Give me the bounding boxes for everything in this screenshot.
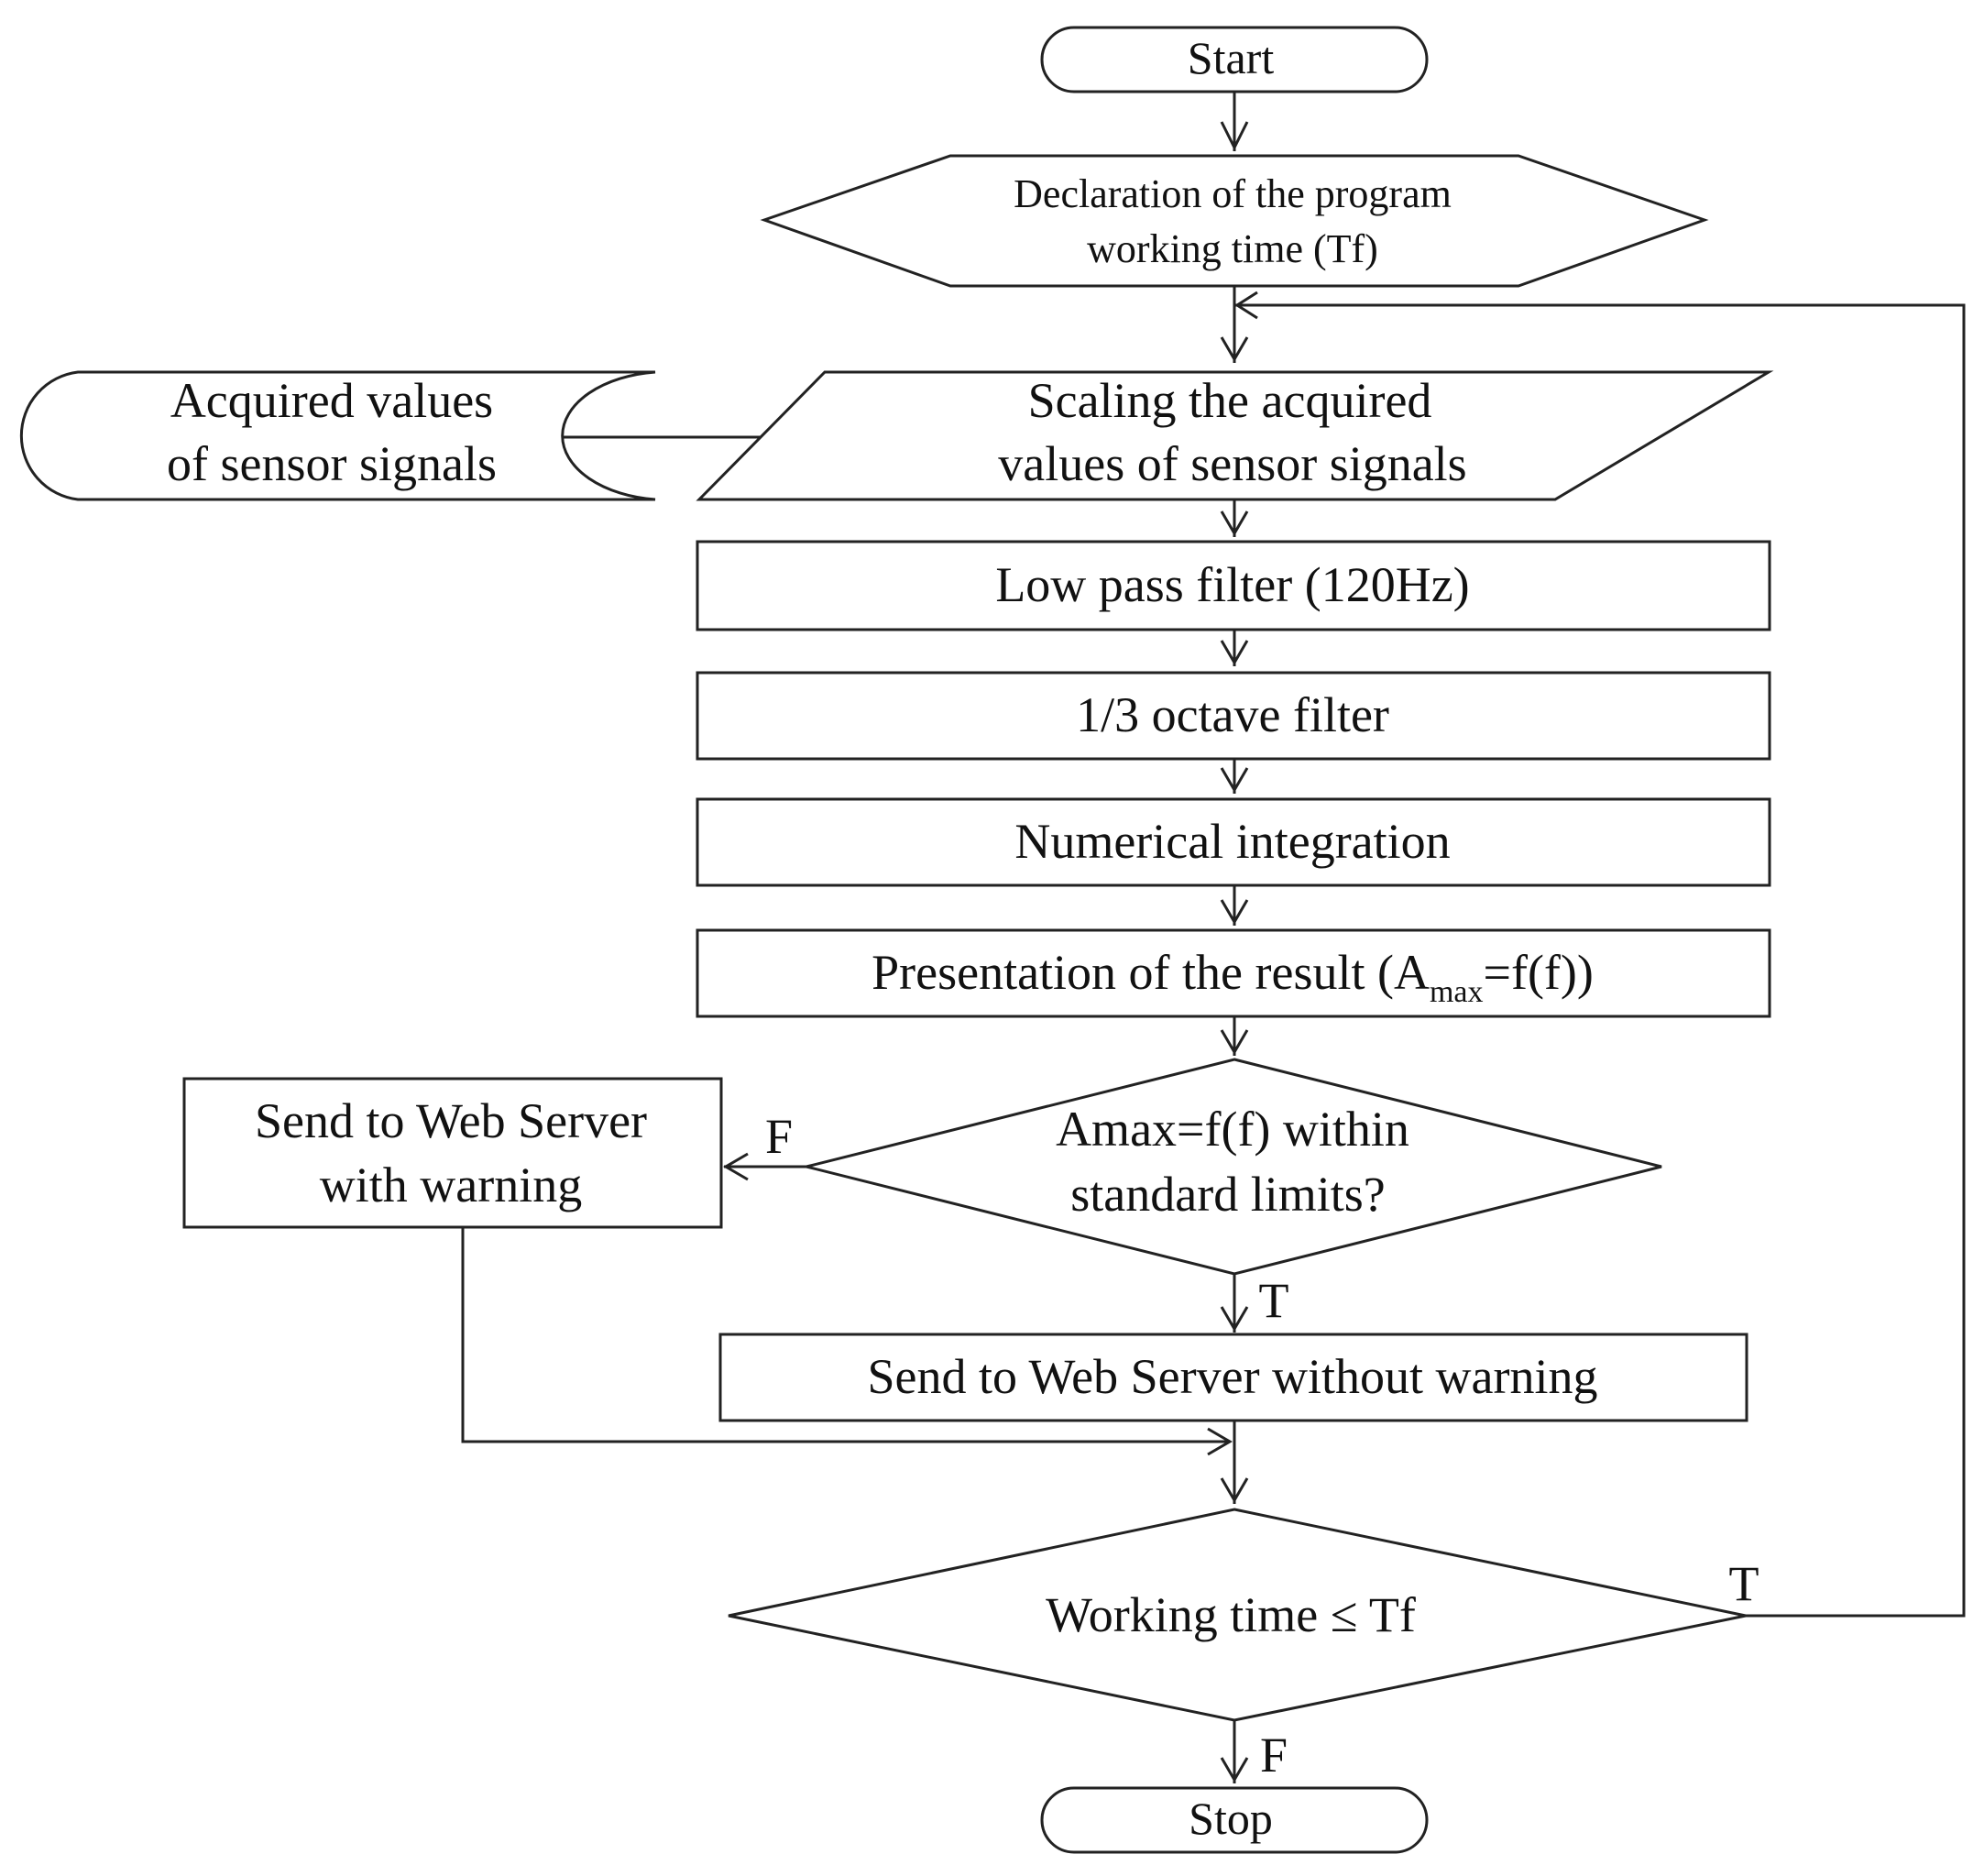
- connectors: [461, 92, 1966, 1783]
- presentation-label: Presentation of the result (Amax=f(f)): [871, 945, 1594, 1009]
- octave-label: 1/3 octave filter: [1076, 687, 1389, 742]
- acquired-data: Acquired values of sensor signals: [19, 370, 656, 501]
- send-warning-line-1: Send to Web Server: [255, 1093, 647, 1148]
- arrowhead-left: [1234, 291, 1258, 320]
- arrowhead-right: [1207, 1427, 1233, 1456]
- limits-line-1: Amax=f(f) within: [1056, 1102, 1409, 1157]
- label-time-false: F: [1260, 1728, 1288, 1783]
- acquired-line-1: Acquired values: [170, 373, 493, 428]
- lowpass-label: Low pass filter (120Hz): [995, 557, 1469, 612]
- arrowhead-down: [1220, 121, 1249, 151]
- octave-step: 1/3 octave filter: [696, 671, 1771, 761]
- presentation-step: Presentation of the result (Amax=f(f)): [696, 928, 1771, 1018]
- time-decision: Working time ≤ Tf: [728, 1508, 1747, 1722]
- declaration-step: Declaration of the program working time …: [760, 154, 1709, 288]
- edge-warning-to-merge: [461, 1228, 1228, 1443]
- send-no-warning-label: Send to Web Server without warning: [867, 1349, 1597, 1404]
- scaling-step: Scaling the acquired values of sensor si…: [696, 370, 1774, 501]
- send-warning-step: Send to Web Server with warning: [182, 1077, 723, 1229]
- acquired-line-2: of sensor signals: [167, 436, 497, 491]
- arrowhead-left: [723, 1152, 749, 1181]
- stop-terminal: Stop: [1040, 1786, 1429, 1854]
- presentation-subscript: max: [1430, 975, 1484, 1009]
- arrowhead-down: [1220, 899, 1249, 925]
- arrowhead-down: [1220, 510, 1249, 536]
- presentation-text-before: Presentation of the result (A: [871, 945, 1430, 1000]
- arrowhead-down: [1220, 336, 1249, 362]
- integration-label: Numerical integration: [1014, 814, 1450, 869]
- stop-label: Stop: [1189, 1793, 1273, 1844]
- integration-step: Numerical integration: [696, 797, 1771, 887]
- start-terminal: Start: [1040, 26, 1429, 93]
- arrowhead-down: [1220, 1306, 1249, 1332]
- scaling-line-1: Scaling the acquired: [1028, 373, 1432, 428]
- edge-loop-back: [1234, 303, 1966, 1618]
- send-warning-line-2: with warning: [320, 1157, 582, 1212]
- lowpass-step: Low pass filter (120Hz): [696, 540, 1771, 631]
- presentation-text-after: =f(f)): [1484, 945, 1594, 1000]
- arrowhead-down: [1220, 640, 1249, 665]
- scaling-line-2: values of sensor signals: [998, 436, 1466, 491]
- label-limits-true: T: [1259, 1273, 1289, 1328]
- arrowhead-down: [1220, 1029, 1249, 1055]
- arrowhead-down: [1220, 767, 1249, 793]
- declaration-line-1: Declaration of the program: [1014, 171, 1452, 216]
- send-no-warning-step: Send to Web Server without warning: [718, 1333, 1748, 1422]
- arrowhead-down: [1220, 1477, 1249, 1503]
- label-time-true: T: [1729, 1556, 1759, 1611]
- limits-line-2: standard limits?: [1070, 1167, 1385, 1222]
- declaration-line-2: working time (Tf): [1087, 226, 1378, 271]
- arrowhead-down: [1220, 1757, 1249, 1783]
- time-decision-label: Working time ≤ Tf: [1046, 1587, 1416, 1642]
- limits-decision: Amax=f(f) within standard limits?: [806, 1058, 1662, 1276]
- label-limits-false: F: [765, 1109, 793, 1164]
- edge-labels: F T T F: [765, 1109, 1759, 1783]
- start-label: Start: [1188, 32, 1275, 83]
